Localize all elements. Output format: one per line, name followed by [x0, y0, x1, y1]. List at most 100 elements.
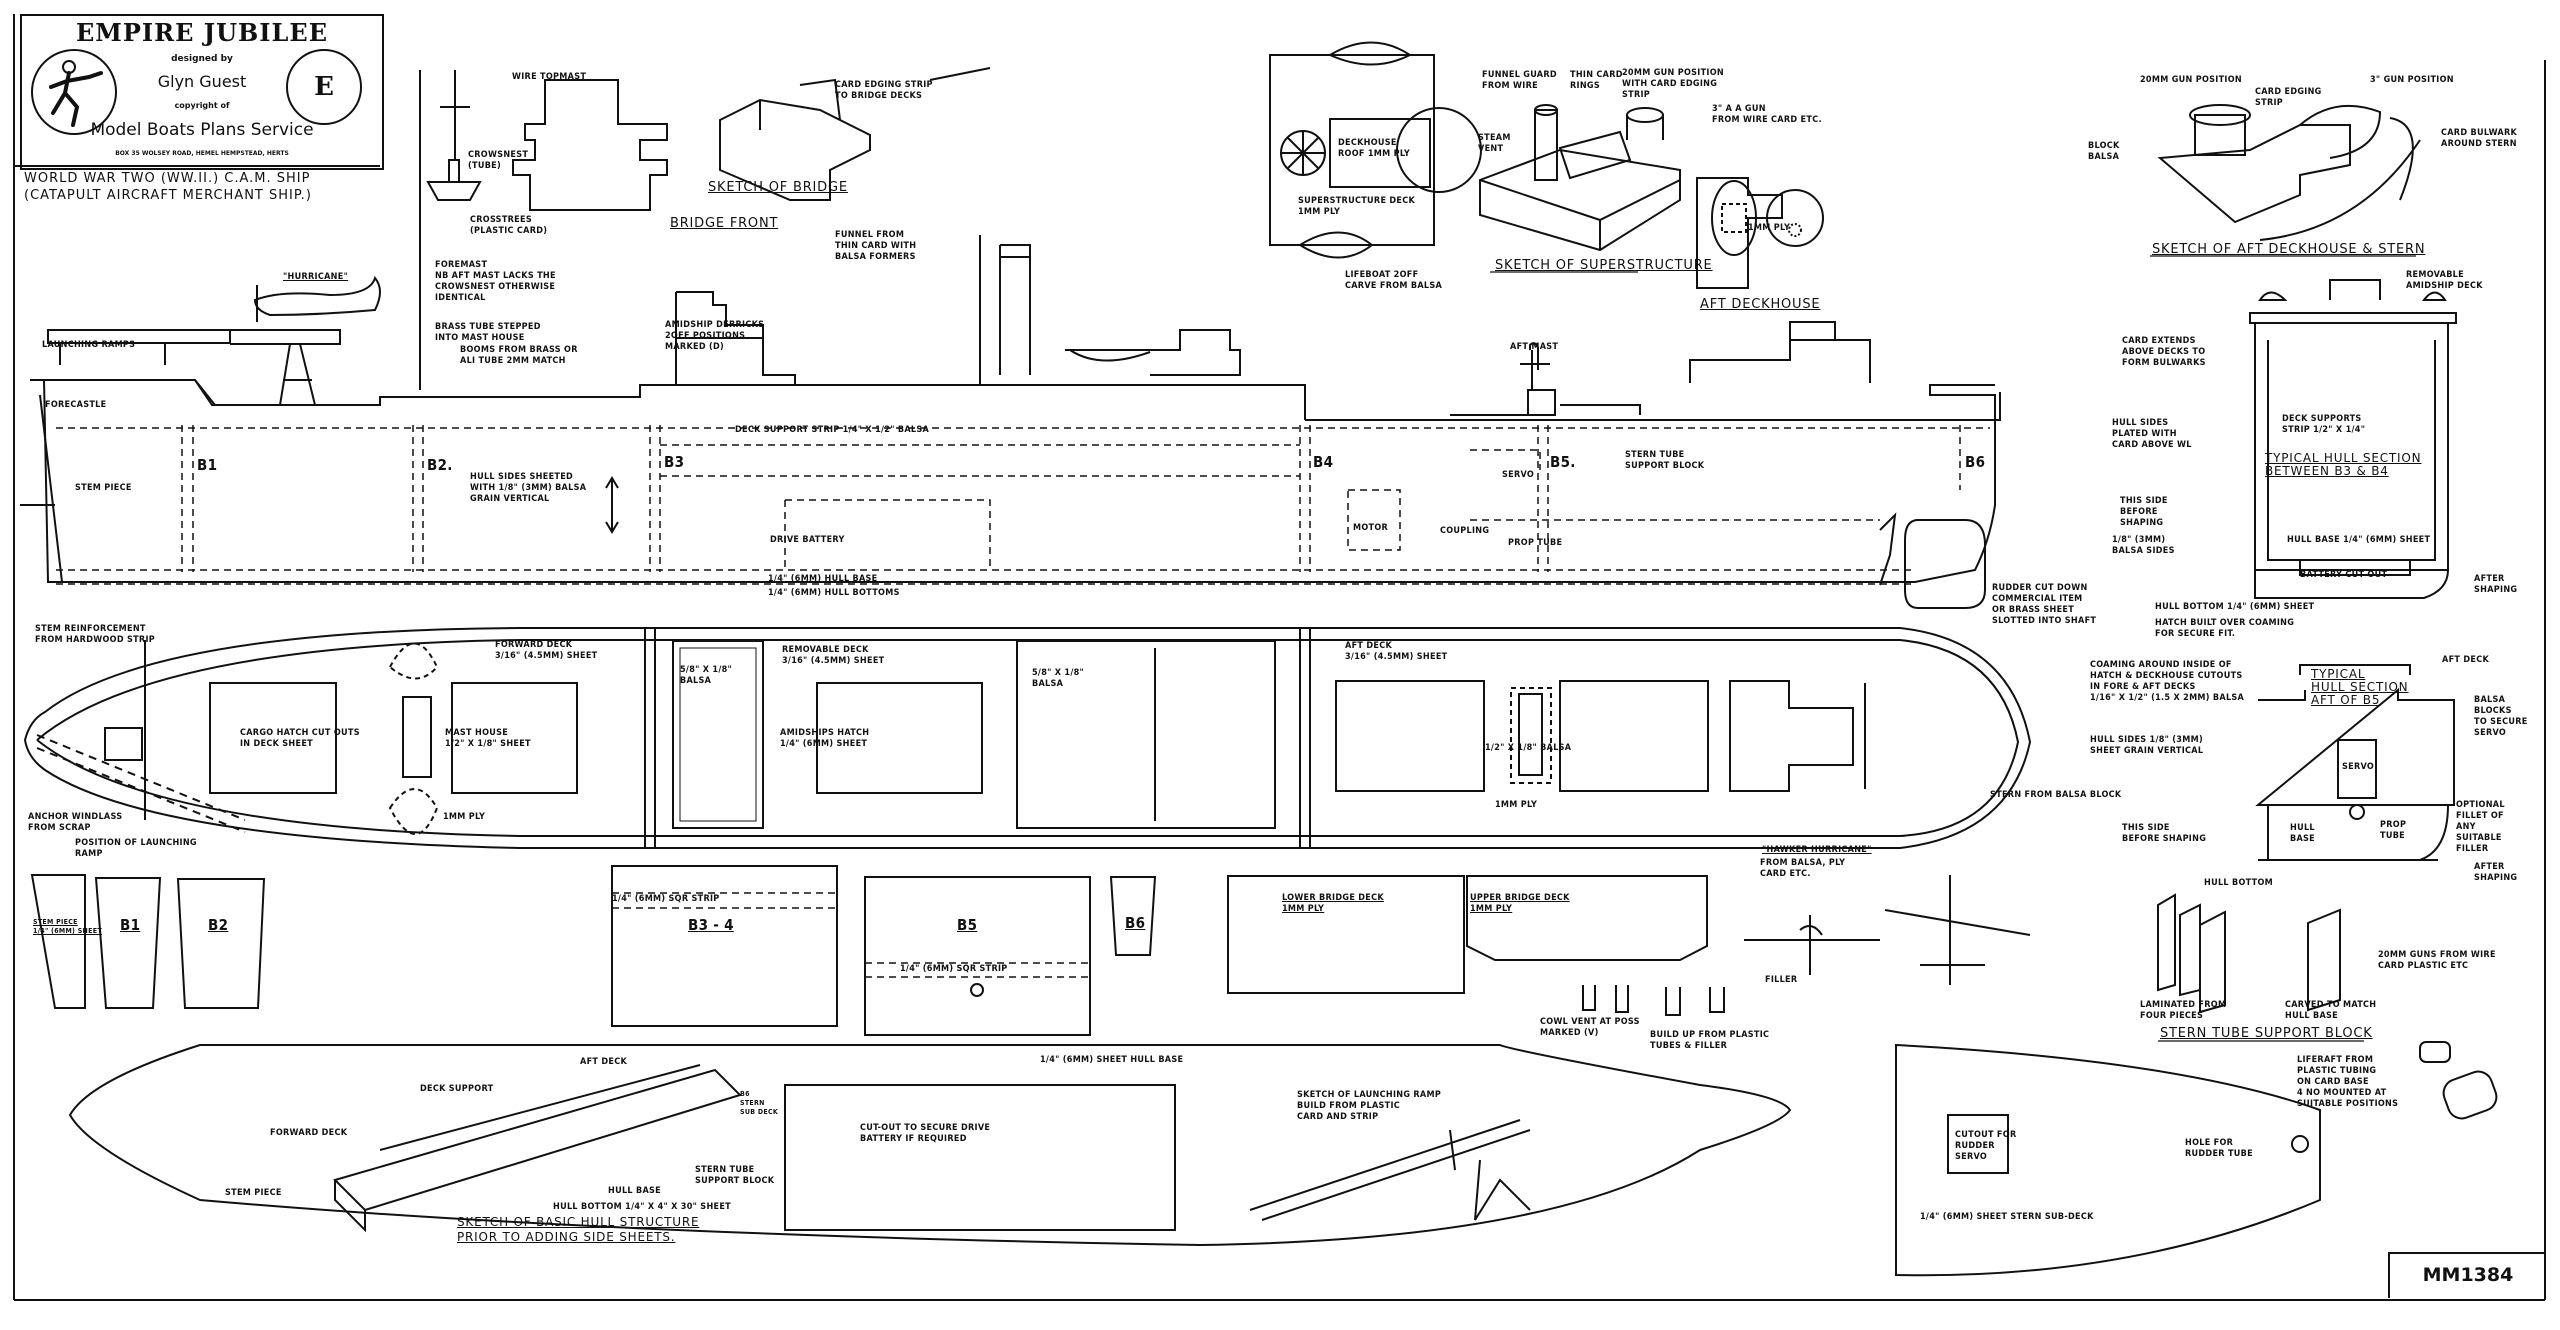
label-removable-amidship-deck: REMOVABLE AMIDSHIP DECK — [2406, 270, 2483, 291]
deckhouse-aft-side — [1689, 321, 1871, 383]
label-deck-support-strip: DECK SUPPORT STRIP 1/4" x 1/2" BALSA — [735, 425, 930, 435]
label-laminated: LAMINATED FROM FOUR PIECES — [2140, 1000, 2227, 1021]
aft-mast — [1520, 350, 1556, 416]
label-prop-tube-2: PROP TUBE — [2380, 820, 2407, 841]
label-sketch-hull-base: HULL BASE — [608, 1186, 661, 1196]
part-b3-4 — [611, 865, 838, 1027]
label-sketch-aft-deck: AFT DECK — [580, 1057, 628, 1067]
label-mast-house: MAST HOUSE 1/2" x 1/8" SHEET — [445, 728, 531, 749]
amidships-hatch — [816, 682, 983, 794]
label-sketch-stern-tube: STERN TUBE SUPPORT BLOCK — [695, 1165, 775, 1186]
ramp-tower — [279, 343, 316, 406]
label-hull-bottom-2: HULL BOTTOM — [2204, 878, 2274, 888]
label-wire-topmast: WIRE TOPMAST — [512, 72, 587, 82]
label-aa-gun: 3" A A GUN FROM WIRE CARD ETC. — [1712, 104, 1822, 125]
part-label-b1: B1 — [120, 916, 141, 934]
ply-disc-bottom — [388, 788, 439, 835]
part-label-b6: B6 — [1125, 914, 1146, 932]
liferaft-plan — [2419, 1041, 2451, 1063]
stem-piece-line — [39, 394, 63, 583]
label-forward-deck: FORWARD DECK 3/16" (4.5mm) SHEET — [495, 640, 598, 661]
label-hull-sides-sheeted: HULL SIDES SHEETED WITH 1/8" (3mm) BALSA… — [470, 472, 587, 504]
label-deckhouse-roof: DECKHOUSE ROOF 1mm PLY — [1338, 138, 1411, 159]
label-after-shaping: AFTER SHAPING — [2474, 574, 2518, 595]
label-liferaft: LIFERAFT FROM PLASTIC TUBING ON CARD BAS… — [2297, 1055, 2399, 1109]
rudder-tube-hole — [2291, 1135, 2309, 1153]
designer-name: Glyn Guest — [157, 72, 247, 91]
label-card-bulwark: CARD BULWARK AROUND STERN — [2441, 128, 2518, 149]
label-battery-cut-out: BATTERY CUT OUT — [2300, 570, 2388, 580]
label-build-up: BUILD UP FROM PLASTIC TUBES & FILLER — [1650, 1030, 1770, 1051]
bulkhead-line-b4 — [1299, 425, 1311, 572]
part-label-b3-4: B3 - 4 — [688, 916, 734, 934]
label-balsa-sides: 1/8" (3mm) BALSA SIDES — [2112, 535, 2175, 556]
lifeboat-top — [1327, 41, 1413, 66]
label-stem-reinforcement: STEM REINFORCEMENT FROM HARDWOOD STRIP — [35, 624, 156, 645]
title-hull-section-b3-b4: TYPICAL HULL SECTION BETWEEN B3 & B4 — [2265, 451, 2422, 478]
bridge-front — [512, 79, 668, 211]
part-label-b5: B5 — [957, 916, 978, 934]
label-amidship-derricks: AMIDSHIP DERRICKS 2OFF POSITIONS MARKED … — [665, 320, 765, 352]
label-sketch-stem-piece: STEM PIECE — [225, 1188, 282, 1198]
label-stem-piece: STEM PIECE — [75, 483, 132, 493]
hatch-b3 — [672, 640, 764, 829]
forecastle-deck — [194, 379, 216, 406]
lifeboat-side — [1069, 349, 1151, 362]
label-forecastle: FORECASTLE — [45, 400, 107, 410]
label-sketch-stern-sub-deck: B6 STERN SUB DECK — [740, 1090, 779, 1116]
stern-sub-deck — [1895, 1043, 2321, 1277]
deck-plan-outline — [23, 627, 2032, 849]
propeller — [1879, 512, 1897, 586]
label-aft-deckhouse-ply: 1mm PLY — [1748, 223, 1791, 233]
label-deck-supports: DECK SUPPORTS STRIP 1/2" x 1/4" — [2282, 414, 2366, 435]
label-stern-sub-deck: 1/4" (6mm) SHEET STERN SUB-DECK — [1920, 1212, 2094, 1222]
hull-side-outline — [30, 379, 1996, 583]
hurricane-top-view — [1884, 875, 2031, 985]
title-aft-deckhouse: AFT DECKHOUSE — [1700, 297, 1821, 312]
bulkhead-line-b5 — [1537, 425, 1549, 572]
aft-mast-house-plan — [1518, 693, 1543, 776]
hatch-b4 — [1016, 640, 1276, 829]
label-coaming: COAMING AROUND INSIDE OF HATCH & DECKHOU… — [2090, 660, 2245, 703]
cowl-vents — [1582, 985, 1725, 1016]
grade-badge: E — [286, 49, 362, 125]
bulkhead-b5: B5. — [1550, 453, 1576, 471]
cargo-hatch-1 — [209, 682, 337, 794]
servo-outline — [1470, 449, 1541, 470]
sheet-border — [13, 14, 2546, 1301]
part-upper-bridge-deck — [1466, 875, 1708, 961]
bulkhead-b1: B1 — [197, 456, 218, 474]
funnel-sketch — [1534, 109, 1558, 181]
liferaft-sketch — [2442, 1070, 2498, 1120]
label-hull-sides-grain: HULL SIDES 1/8" (3mm) SHEET GRAIN VERTIC… — [2090, 735, 2204, 756]
label-sheet-hull-base: 1/4" (6mm) SHEET HULL BASE — [1040, 1055, 1184, 1065]
label-cut-out-battery: CUT-OUT TO SECURE DRIVE BATTERY IF REQUI… — [860, 1123, 991, 1144]
title-bridge-front: BRIDGE FRONT — [670, 216, 779, 231]
superstructure-sketch — [1479, 148, 1681, 252]
title-hurricane: "HURRICANE" — [283, 272, 349, 282]
part-stem-piece — [30, 874, 86, 1009]
label-optional-fillet: OPTIONAL FILLET OF ANY SUITABLE FILLER — [2456, 800, 2505, 854]
plan-subtitle: WORLD WAR TWO (WW.II.) C.A.M. SHIP (CATA… — [24, 171, 312, 203]
part-b2 — [176, 878, 266, 1009]
label-hole-rudder-tube: HOLE FOR RUDDER TUBE — [2185, 1138, 2253, 1159]
label-balsa-5-8-a: 5/8" x 1/8" BALSA — [680, 665, 733, 686]
label-sketch-deck-support: DECK SUPPORT — [420, 1084, 494, 1094]
deck-joint-1 — [644, 628, 656, 848]
label-aft-deck-section: AFT DECK — [2442, 655, 2490, 665]
label-hull-base: 1/4" (6mm) HULL BASE — [768, 574, 878, 584]
label-launching-ramps: LAUNCHING RAMPS — [42, 340, 136, 350]
label-hull-base-2: HULL BASE — [2290, 823, 2316, 844]
label-servo-section: SERVO — [2342, 762, 2375, 772]
label-card-edging-aft: CARD EDGING STRIP — [2255, 87, 2322, 108]
label-balsa-blocks-servo: BALSA BLOCKS TO SECURE SERVO — [2474, 695, 2528, 738]
label-stern-tube-support: STERN TUBE SUPPORT BLOCK — [1625, 450, 1705, 471]
part-b6 — [1109, 876, 1157, 956]
label-hurricane-material: FROM BALSA, PLY CARD ETC. — [1760, 858, 1846, 879]
label-sketch-forward-deck: FORWARD DECK — [270, 1128, 348, 1138]
label-hull-sides-plated: HULL SIDES PLATED WITH CARD ABOVE WL — [2112, 418, 2192, 450]
label-crosstrees: CROSSTREES (PLASTIC CARD) — [470, 215, 548, 236]
title-hawker-hurricane: "HAWKER HURRICANE" — [1762, 845, 1872, 855]
label-removable-deck: REMOVABLE DECK 3/16" (4.5mm) SHEET — [782, 645, 885, 666]
